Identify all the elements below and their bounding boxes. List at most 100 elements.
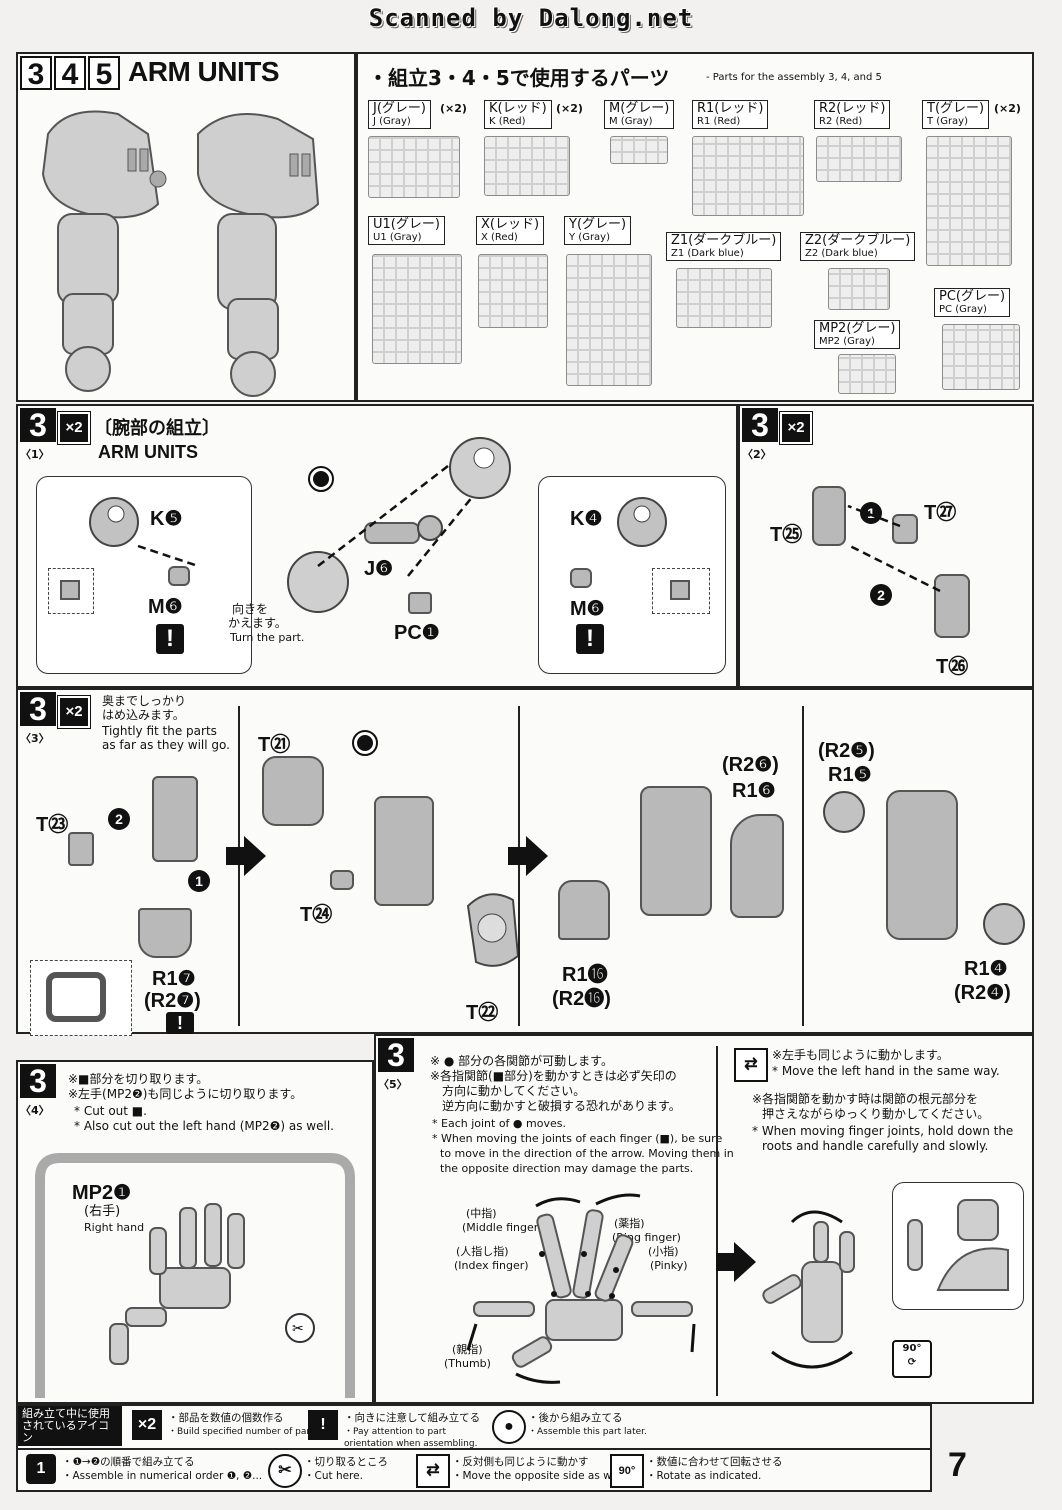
legend-head-jp-2: されているアイコン [22,1419,110,1444]
sprue-pc [942,324,1020,390]
joint-note-1: ※ ● 部分の各関節が可動します。 [430,1054,613,1068]
t24-part [330,870,354,890]
sprue-j [368,136,460,198]
r17-detail-ring [46,972,106,1022]
step-number-4: 4 [54,56,86,91]
runner-label-k: K(レッド)K (Red) [484,100,552,129]
label-k4: K❹ [570,508,603,530]
step-number-5: 5 [88,56,120,91]
joint-note-6: * When moving the joints of each finger … [432,1132,723,1145]
joint-note-8: the opposite direction may damage the pa… [440,1162,694,1175]
legend-text-warning-jp: ・向きに注意して組み立てる [344,1412,481,1424]
m6-peg-right [570,568,592,588]
step-3-1-dashed-arrows [137,465,474,577]
runner-label-z2: Z2(ダークブルー)Z2 (Dark blue) [800,232,916,261]
finger-index-en: (Index finger) [454,1259,529,1272]
runner-label-r1: R1(レッド)R1 (Red) [692,100,769,129]
sprue-r2 [816,136,902,182]
legend-text-cut-jp: ・切り取るところ [304,1456,388,1468]
label-t21: T㉑ [258,734,291,756]
finger-care-note-3: * When moving finger joints, hold down t… [752,1124,1014,1138]
joint-note-5: * Each joint of ● moves. [432,1117,566,1130]
legend-text-order-en: ・Assemble in numerical order ❶, ❷... [62,1470,263,1482]
label-m6-right: M❻ [570,598,605,620]
finger-hold-illustration [907,1199,1009,1291]
step-3-2-multiplier: ×2 [779,411,813,445]
legend-text-multiply-en: ・Build specified number of parts. [168,1427,322,1437]
label-t22: T㉒ [466,1002,499,1024]
cut-note-2: ※左手(MP2❷)も同じように切り取ります。 [68,1087,303,1101]
final-forearm [886,790,958,940]
step-3-5-panel: 3 〈5〉 ※ ● 部分の各関節が可動します。 ※各指関節(■部分)を動かすとき… [374,1034,1034,1404]
sprue-r1 [692,136,804,216]
t21-part [262,756,324,826]
step-3-1-title-jp: 〔腕部の組立〕 [94,418,220,439]
runner-label-j: J(グレー)J (Gray) [368,100,431,129]
step-3-1-multiplier: ×2 [57,411,91,445]
divider-1 [238,706,240,1026]
legend-text-opposite-en: ・Move the opposite side as well. [452,1470,628,1482]
legend-icon-multiply: ×2 [132,1410,162,1440]
legend-text-multiply-jp: ・部品を数値の個数作る [168,1412,284,1424]
finger-pinky-jp: (小指) [648,1245,679,1258]
fit-note-en-2: as far as they will go. [102,738,230,752]
label-r24: (R2❹) [954,982,1011,1004]
joint-note-7: to move in the direction of the arrow. M… [440,1147,734,1160]
turn-part-jp-1: 向きを [232,602,269,616]
t27-part [892,514,918,544]
step-3-5-divider [716,1046,718,1396]
step-3-2-panel: 3 〈2〉 ×2 T㉕ 1 T㉗ 2 T㉖ [738,404,1034,688]
sprue-t [926,136,1012,266]
legend-icon-later: ● [492,1410,526,1444]
finger-index-jp: (人指し指) [456,1245,509,1258]
step-3-3-assemble-later [352,730,378,756]
label-r15: R1❺ [828,764,872,786]
forearm-frame [374,796,434,906]
finger-thumb-en: (Thumb) [444,1357,491,1370]
finger-pinky-en: (Pinky) [650,1259,688,1272]
legend-icon-cut: ✂ [268,1454,302,1488]
label-r17: R1❼ [152,968,196,990]
fit-note-jp-1: 奥までしっかり [102,694,187,708]
step-3-1-title-en: ARM UNITS [98,442,198,462]
legend-header: 組み立て中に使用 されているアイコン Symbols used in instr… [18,1406,122,1468]
m6-block-right [670,580,690,600]
symbol-legend: 組み立て中に使用 されているアイコン Symbols used in instr… [16,1404,932,1492]
runner-label-u1: U1(グレー)U1 (Gray) [368,216,445,245]
label-mp2-1: MP2❶ [72,1182,132,1204]
legend-text-opposite-jp: ・反対側も同じように動かす [452,1456,589,1468]
legend-icon-rotate: 90° [610,1454,644,1488]
rotate-90-badge: 90°⟳ [892,1340,932,1378]
runner-label-pc: PC(グレー)PC (Gray) [934,288,1011,317]
mp2-sprue-frame: ✂ [35,1153,355,1398]
label-m6-left: M❻ [148,596,183,618]
runner-label-y: Y(グレー)Y (Gray) [564,216,632,245]
assemble-later-icon [308,466,334,492]
arm-units-illustration [41,110,320,397]
k4-part [617,497,667,547]
step-number-3: 3 [20,56,52,91]
left-hand-note-2: * Move the left hand in the same way. [772,1064,1000,1078]
t23-part [68,832,94,866]
scan-banner: Scanned by Dalong.net [368,4,694,32]
runner-mult-t: (×2) [994,102,1021,115]
step-3-4-panel: 3 〈4〉 ※■部分を切り取ります。 ※左手(MP2❷)も同じように切り取ります… [16,1060,374,1404]
cut-note-3: * Cut out ■. [74,1104,147,1118]
order-2-icon: 2 [870,584,892,606]
pc-joint-part [408,592,432,614]
cut-note-1: ※■部分を切り取ります。 [68,1072,209,1086]
parts-panel: ・組立3・4・5で使用するパーツ - Parts for the assembl… [356,52,1034,402]
turn-part-jp-2: かえます。 [228,616,287,630]
orientation-warning-left: ! [156,624,184,654]
label-r27: (R2❼) [144,990,201,1012]
label-k5: K❺ [150,508,183,530]
finger-care-note-4: roots and handle carefully and slowly. [762,1139,989,1153]
r16-armor [730,814,784,918]
step-3-1-panel: 3 〈1〉 ×2 〔腕部の組立〕 ARM UNITS K❺ M❻ ! 向きを か… [16,404,738,688]
step-3-4-sub: 〈4〉 [20,1104,50,1117]
parts-title-en: - Parts for the assembly 3, 4, and 5 [706,72,882,83]
legend-icon-warning: ! [308,1410,338,1440]
parts-title-jp: ・組立3・4・5で使用するパーツ [368,66,670,90]
